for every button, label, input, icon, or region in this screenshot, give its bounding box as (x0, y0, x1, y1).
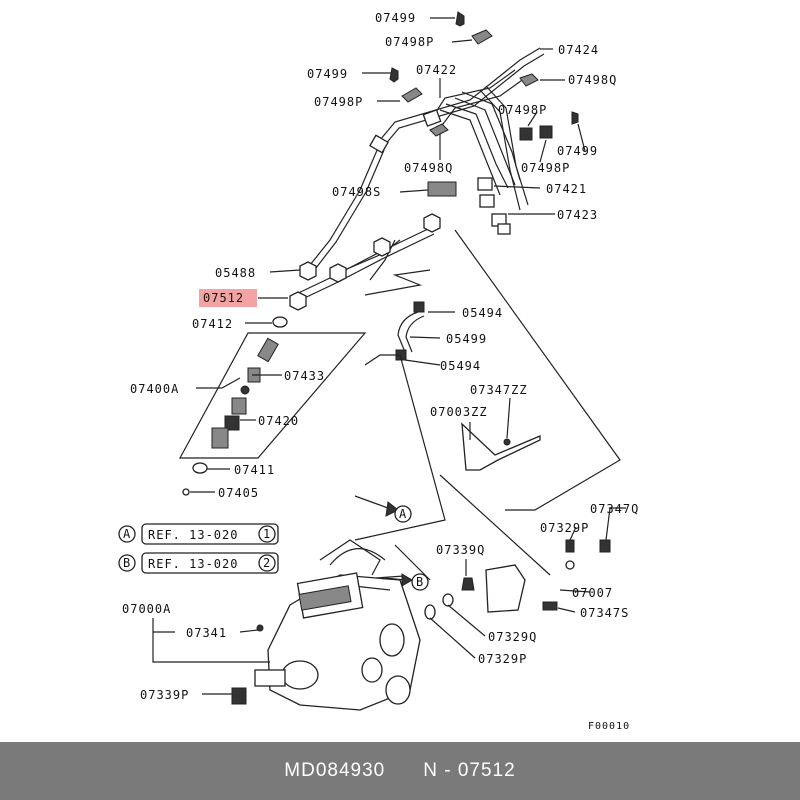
bracket-assembly (461, 422, 541, 471)
guide-lines (354, 229, 621, 581)
callout-number: N - 07512 (423, 760, 516, 781)
injection-pump (231, 539, 421, 711)
label-07341[interactable]: 07341 (186, 626, 227, 640)
label-07498q[interactable]: 07498Q (568, 73, 617, 87)
lower-pipes (272, 213, 441, 328)
label-07499[interactable]: 07499 (375, 11, 416, 25)
ref-box-a[interactable]: A REF. 13-020 1 (118, 523, 279, 545)
label-07339p[interactable]: 07339P (140, 688, 189, 702)
label-07329p[interactable]: 07329P (478, 652, 527, 666)
label-07347zz[interactable]: 07347ZZ (470, 383, 528, 397)
label-07339q[interactable]: 07339Q (436, 543, 485, 557)
label-07498p[interactable]: 07498P (385, 35, 434, 49)
label-07329q[interactable]: 07329Q (488, 630, 537, 644)
pipe-nuts (369, 109, 511, 235)
zigzag-line (364, 269, 431, 296)
label-07347q[interactable]: 07347Q (590, 502, 639, 516)
label-07512-highlighted[interactable]: 07512 (203, 291, 244, 305)
pipe-clamps (389, 11, 579, 197)
ref-b-num: 2 (263, 556, 271, 570)
footer-bar: MD084930 N - 07512 (0, 742, 800, 800)
label-07499[interactable]: 07499 (557, 144, 598, 158)
label-05499[interactable]: 05499 (446, 332, 487, 346)
ref-a-num: 1 (263, 527, 271, 541)
label-05494[interactable]: 05494 (440, 359, 481, 373)
label-07000a[interactable]: 07000A (122, 602, 171, 616)
ref-a-text: REF. 13-020 (148, 528, 238, 542)
figure-code: F00010 (588, 721, 630, 732)
label-05488[interactable]: 05488 (215, 266, 256, 280)
label-07347s[interactable]: 07347S (580, 606, 629, 620)
injector-nozzle-group (178, 332, 367, 496)
arrow-b-label: B (416, 575, 424, 589)
bracket-07007 (424, 539, 611, 620)
ref-b-letter: B (123, 556, 131, 570)
injection-pipe-assembly (309, 47, 545, 269)
label-07498p[interactable]: 07498P (521, 161, 570, 175)
ref-a-letter: A (123, 527, 131, 541)
highlight-box (199, 289, 257, 307)
label-07424[interactable]: 07424 (558, 43, 599, 57)
parts-diagram: A B A REF. 13-020 1 B REF. 13-020 2 (118, 11, 639, 732)
label-07499[interactable]: 07499 (307, 67, 348, 81)
ref-arrows: A B (354, 495, 429, 591)
label-07498p[interactable]: 07498P (498, 103, 547, 117)
label-05494[interactable]: 05494 (462, 306, 503, 320)
label-07498q[interactable]: 07498Q (404, 161, 453, 175)
return-hose (395, 301, 425, 361)
label-07007[interactable]: 07007 (572, 586, 613, 600)
part-labels: 07499 07498P 07424 07499 07422 07498Q 07… (122, 11, 639, 732)
arrow-a-label: A (399, 507, 407, 521)
label-07420[interactable]: 07420 (258, 414, 299, 428)
label-07400a[interactable]: 07400A (130, 382, 179, 396)
ref-box-b[interactable]: B REF. 13-020 2 (118, 552, 279, 574)
label-07411[interactable]: 07411 (234, 463, 275, 477)
label-07003zz[interactable]: 07003ZZ (430, 405, 488, 419)
label-07422[interactable]: 07422 (416, 63, 457, 77)
label-07423[interactable]: 07423 (557, 208, 598, 222)
ref-b-text: REF. 13-020 (148, 557, 238, 571)
label-07498p[interactable]: 07498P (314, 95, 363, 109)
label-07405[interactable]: 07405 (218, 486, 259, 500)
label-07433[interactable]: 07433 (284, 369, 325, 383)
label-07498s[interactable]: 07498S (332, 185, 381, 199)
label-07412[interactable]: 07412 (192, 317, 233, 331)
label-07421[interactable]: 07421 (546, 182, 587, 196)
leader-lines (152, 17, 626, 695)
label-07329p[interactable]: 07329P (540, 521, 589, 535)
part-number: MD084930 (284, 760, 386, 781)
